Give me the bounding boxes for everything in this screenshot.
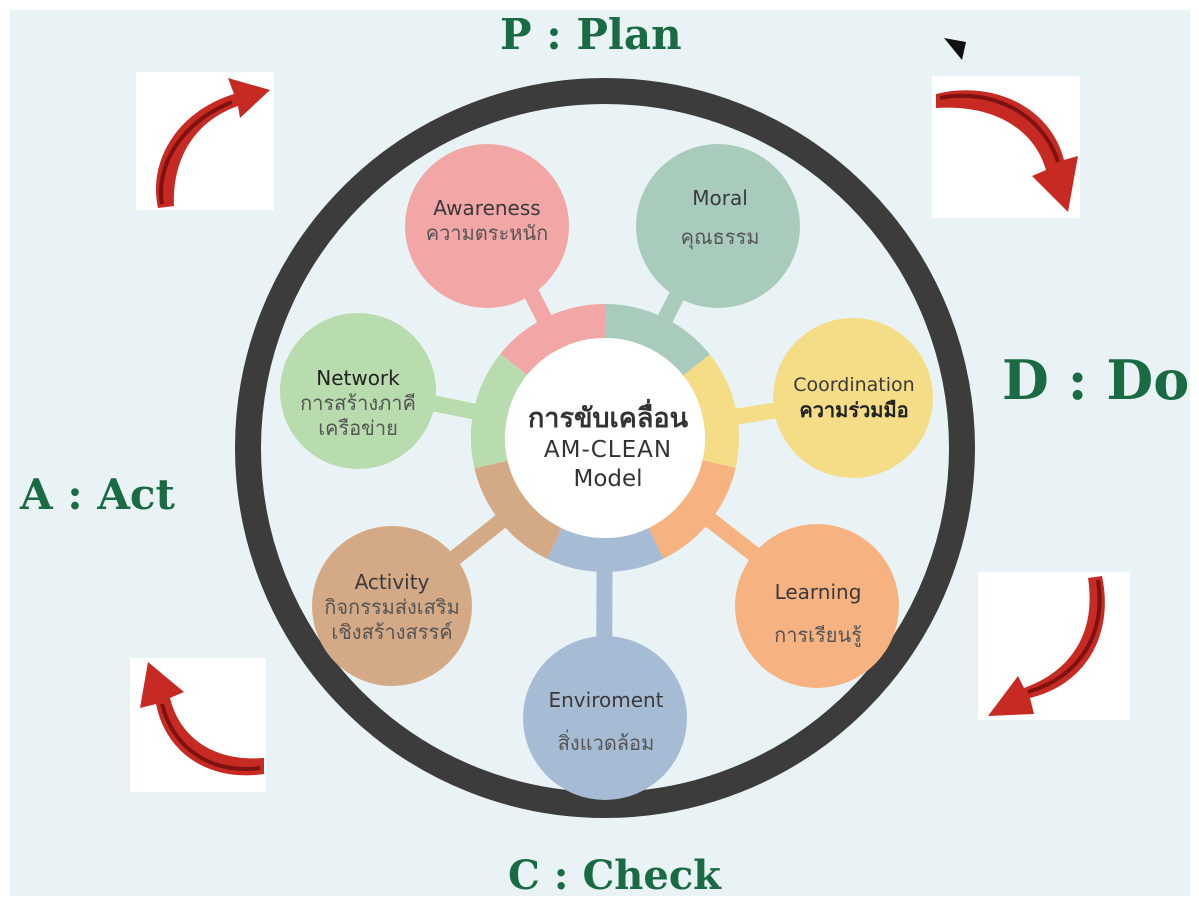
curved-arrow-icon-top-right <box>932 76 1080 218</box>
enviroment-en: Enviroment <box>548 688 664 712</box>
center-label: การขับเคลื่อน AM-CLEAN Model <box>508 402 708 493</box>
network-th-line1: การสร้างภาคี <box>300 391 416 415</box>
hub-segment-awareness <box>500 303 606 376</box>
enviroment-th: สิ่งแวดล้อม <box>557 731 655 755</box>
petal-label-coordination: Coordination ความร่วมมือ <box>772 374 936 423</box>
hub-segment-activity <box>474 460 563 559</box>
petal-awareness <box>405 144 569 308</box>
do-label: D : Do <box>1002 348 1190 412</box>
hub-segment-moral <box>604 303 710 377</box>
learning-en: Learning <box>774 580 862 604</box>
coordination-th: ความร่วมมือ <box>799 397 909 422</box>
corner-mark-icon <box>944 38 966 60</box>
activity-th-line2: เชิงสร้างสรรค์ <box>331 620 453 644</box>
learning-th: การเรียนรู้ <box>774 623 862 647</box>
awareness-th: ความตระหนัก <box>425 221 549 245</box>
moral-th: คุณธรรม <box>680 225 760 249</box>
petal-label-enviroment: Enviroment สิ่งแวดล้อม <box>525 688 687 756</box>
center-thai-title: การขับเคลื่อน <box>527 403 689 434</box>
hub-segment-coordination <box>682 354 740 468</box>
center-model-word: Model <box>573 465 643 492</box>
petal-label-moral: Moral คุณธรรม <box>640 186 800 250</box>
petal-learning <box>735 524 899 688</box>
petal-label-activity: Activity กิจกรรมส่งเสริม เชิงสร้างสรรค์ <box>308 570 476 645</box>
awareness-en: Awareness <box>433 196 541 220</box>
coordination-en: Coordination <box>793 374 915 396</box>
curved-arrow-icon-bottom-left <box>130 658 266 792</box>
plan-label: P : Plan <box>500 10 682 59</box>
petal-moral <box>636 144 800 308</box>
activity-th-line1: กิจกรรมส่งเสริม <box>324 595 460 619</box>
petal-coordination <box>773 318 933 478</box>
curved-arrow-icon-bottom-right <box>978 572 1130 720</box>
act-label: A : Act <box>20 470 175 519</box>
petal-enviroment <box>523 636 687 800</box>
hub-segment-learning <box>648 459 736 559</box>
check-label: C : Check <box>508 852 721 899</box>
petal-activity <box>312 526 472 686</box>
hub-center <box>505 338 705 538</box>
petal-network <box>280 313 436 469</box>
petal-label-awareness: Awareness ความตระหนัก <box>402 196 572 246</box>
center-model-name: AM-CLEAN <box>543 436 673 463</box>
curved-arrow-icon-top-left <box>136 72 274 210</box>
petal-label-learning: Learning การเรียนรู้ <box>740 580 896 648</box>
hub-segment-enviroment <box>547 527 664 572</box>
petal-label-network: Network การสร้างภาคี เครือข่าย <box>280 366 436 441</box>
hub-segment-network <box>470 353 528 469</box>
moral-en: Moral <box>692 186 748 210</box>
network-en: Network <box>316 366 400 390</box>
network-th-line2: เครือข่าย <box>318 416 398 440</box>
activity-en: Activity <box>354 570 430 594</box>
